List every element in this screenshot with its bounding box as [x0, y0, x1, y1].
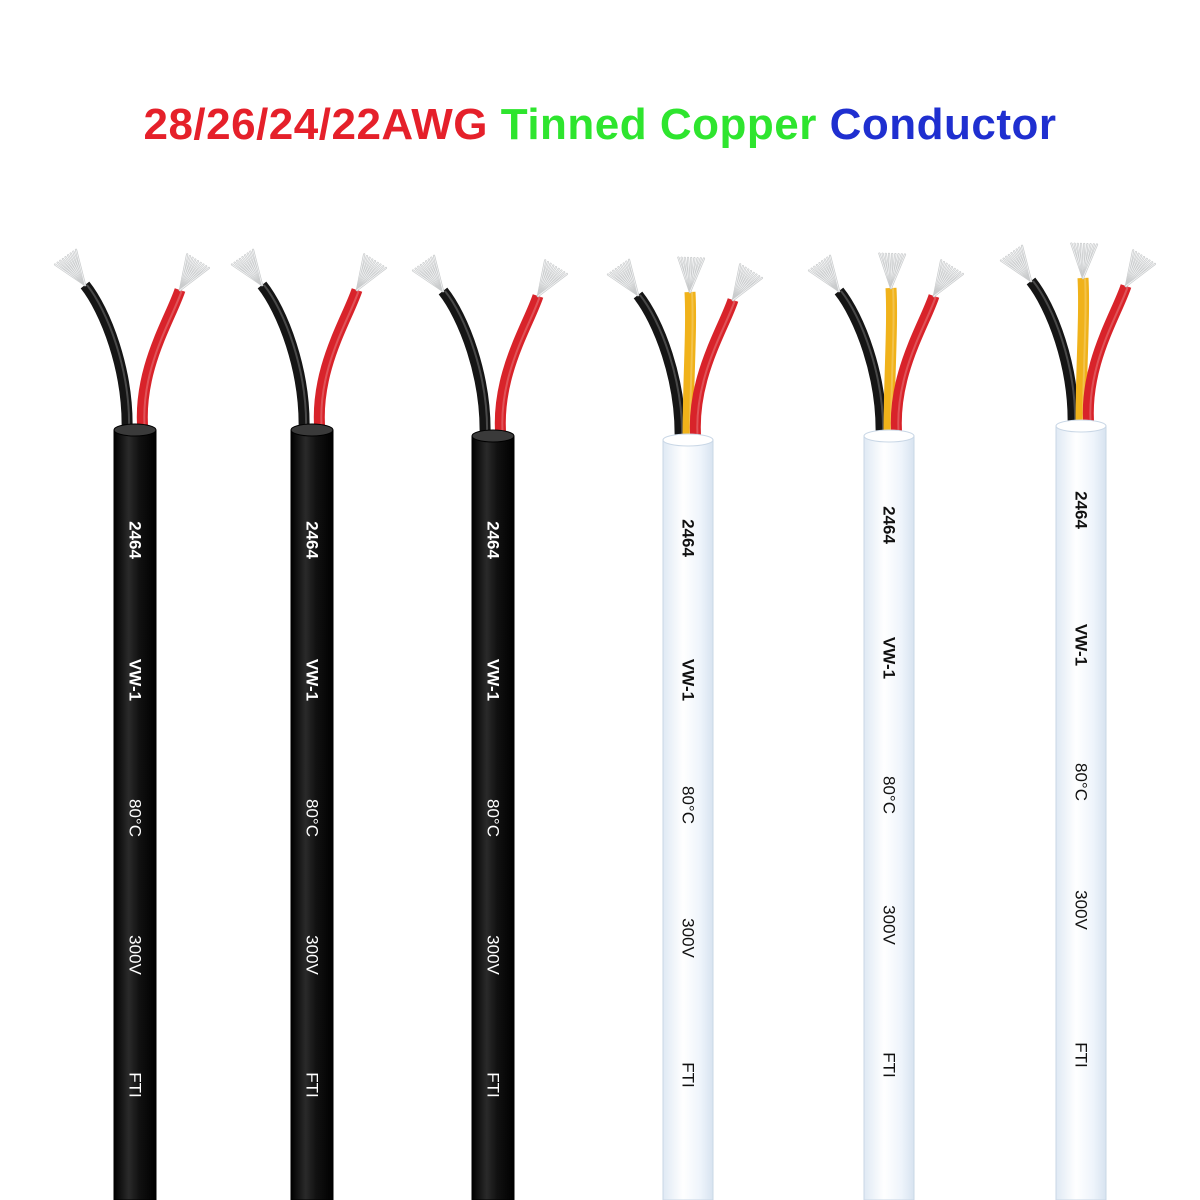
headline-material: Tinned Copper: [500, 100, 817, 149]
black-core-insulation: [257, 281, 310, 433]
white-outer-jacket: [1055, 425, 1107, 1200]
cable-marking: VW-1: [484, 659, 503, 701]
cable-marking: 300V: [880, 905, 899, 945]
tinned-copper-strands: [355, 253, 387, 292]
red-core-insulation: [313, 288, 363, 433]
black-core-insulation: [834, 287, 887, 439]
yellow-core-insulation: [883, 287, 898, 439]
tinned-copper-strands: [1070, 242, 1099, 280]
headline-gauge: 28/26/24/22AWG: [143, 100, 489, 149]
red-core-insulation: [1082, 284, 1132, 429]
cable-marking: FTI: [679, 1062, 698, 1088]
cable-marking: 2464: [1072, 491, 1091, 529]
cable-marking: 2464: [484, 521, 503, 559]
white-outer-jacket: [863, 435, 915, 1200]
tinned-copper-strands: [178, 253, 210, 292]
cable-marking: FTI: [303, 1072, 322, 1098]
cable-marking: 80°C: [126, 799, 145, 837]
cable-marking: 80°C: [484, 799, 503, 837]
cable-marking: 2464: [880, 506, 899, 544]
black-core-insulation: [80, 281, 133, 433]
tinned-copper-strands: [230, 248, 264, 287]
tinned-copper-strands: [932, 259, 964, 298]
cable-marking: 300V: [126, 935, 145, 975]
tinned-copper-strands: [999, 244, 1033, 283]
tinned-copper-strands: [53, 248, 87, 287]
cable-marking: 80°C: [1072, 763, 1091, 801]
black-core-insulation: [438, 287, 491, 439]
tinned-copper-strands: [536, 259, 568, 298]
black-outer-jacket: [113, 429, 157, 1200]
tinned-copper-strands: [1124, 249, 1156, 288]
cable-marking: VW-1: [1072, 624, 1091, 666]
yellow-core-insulation: [682, 291, 697, 443]
tinned-copper-strands: [807, 254, 841, 293]
cable-marking: VW-1: [679, 659, 698, 701]
black-outer-jacket: [471, 435, 515, 1200]
cable-marking: 80°C: [303, 799, 322, 837]
tinned-copper-strands: [677, 256, 706, 294]
cable-marking: 80°C: [679, 786, 698, 824]
black-core-insulation: [633, 291, 686, 443]
cable-marking: 2464: [126, 521, 145, 559]
cable-marking: 300V: [484, 935, 503, 975]
red-core-insulation: [689, 298, 739, 443]
cable-marking: 2464: [303, 521, 322, 559]
yellow-core-insulation: [1075, 277, 1090, 429]
cable-marking: VW-1: [880, 637, 899, 679]
cable-marking: 300V: [679, 918, 698, 958]
red-core-insulation: [494, 294, 544, 439]
headline-type: Conductor: [829, 100, 1057, 149]
cable-marking: 80°C: [880, 776, 899, 814]
tinned-copper-strands: [411, 254, 445, 293]
tinned-copper-strands: [731, 263, 763, 302]
cable-marking: VW-1: [126, 659, 145, 701]
cable-marking: FTI: [880, 1052, 899, 1078]
cable-marking: FTI: [1072, 1042, 1091, 1068]
cable-marking: 300V: [303, 935, 322, 975]
cable-marking: FTI: [484, 1072, 503, 1098]
black-core-insulation: [1026, 277, 1079, 429]
red-core-insulation: [136, 288, 186, 433]
cable-marking: FTI: [126, 1072, 145, 1098]
black-outer-jacket: [290, 429, 334, 1200]
tinned-copper-strands: [878, 252, 907, 290]
product-headline: 28/26/24/22AWG Tinned Copper Conductor: [0, 100, 1200, 150]
red-core-insulation: [890, 294, 940, 439]
cable-marking: 2464: [679, 519, 698, 557]
cable-marking: VW-1: [303, 659, 322, 701]
tinned-copper-strands: [606, 258, 640, 297]
cable-marking: 300V: [1072, 890, 1091, 930]
